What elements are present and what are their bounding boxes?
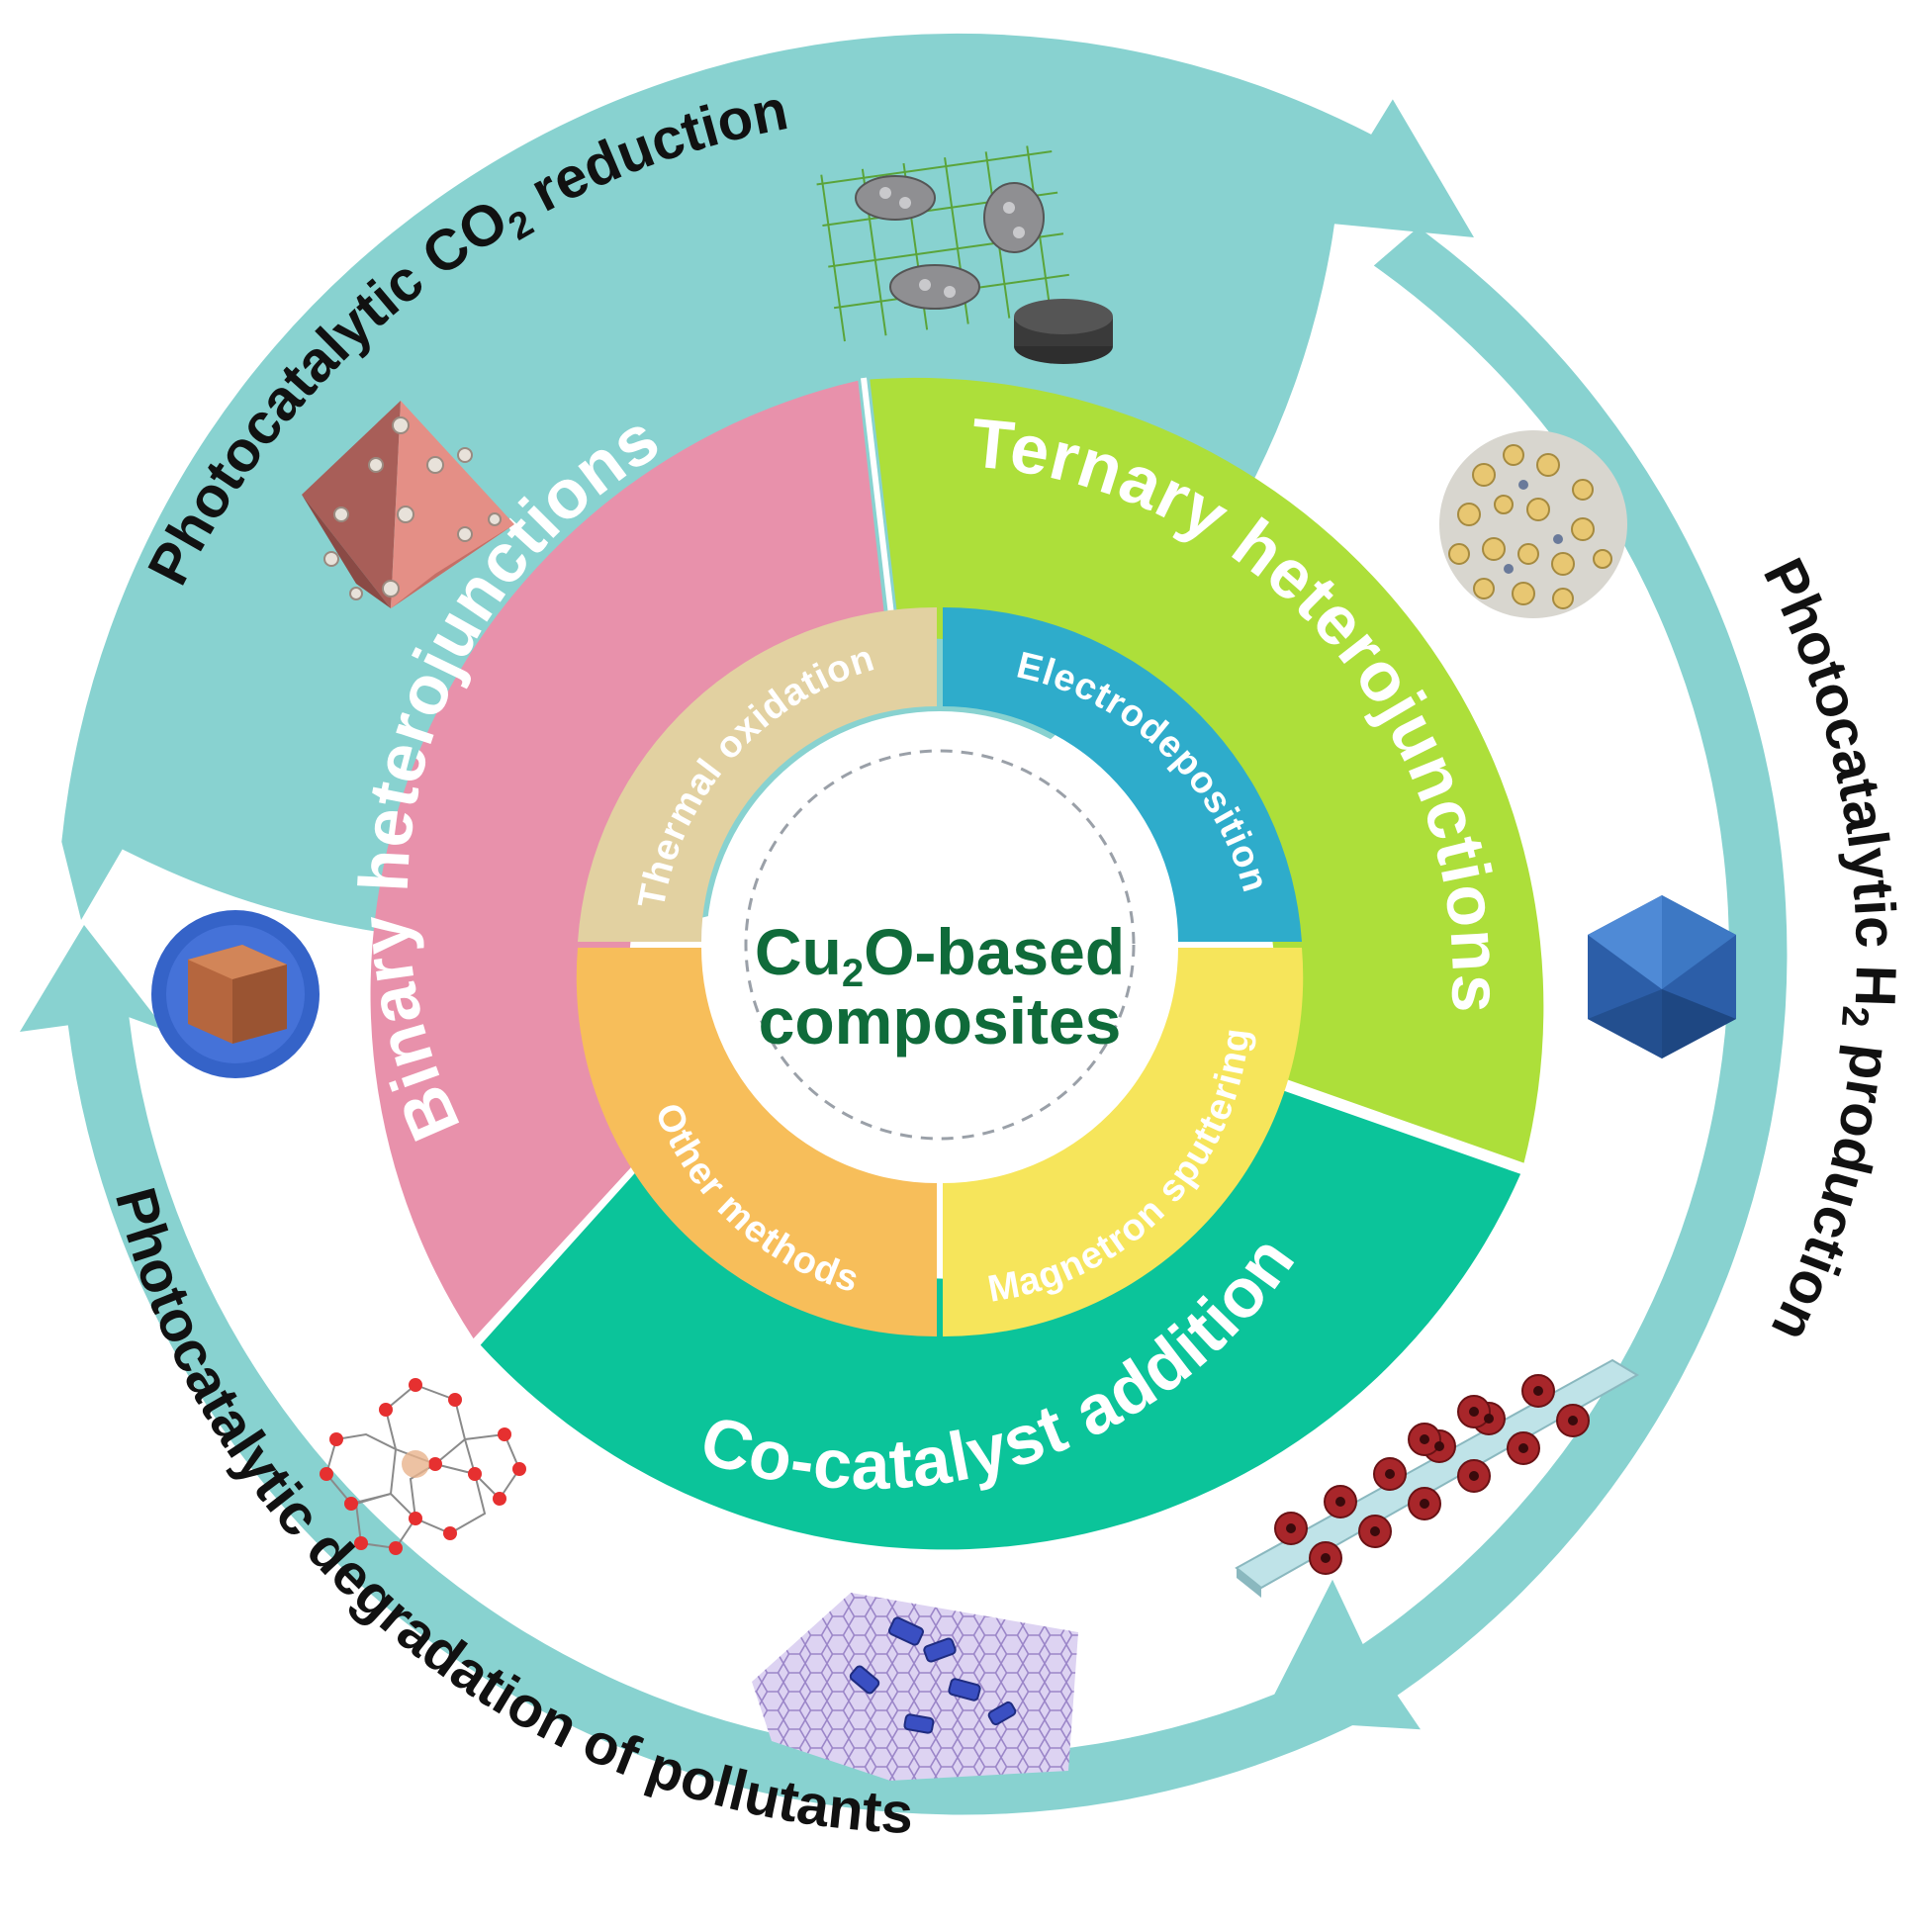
core-shell-cube-icon (151, 910, 320, 1078)
graphene-mesh-icon (815, 142, 1074, 342)
method-other (576, 948, 937, 1337)
method-electro (943, 606, 1302, 942)
nanodisk-array-icon (1235, 1358, 1639, 1598)
center-hub: Cu2O-based composites (706, 711, 1173, 1178)
nanoparticle-cluster-icon (1439, 430, 1627, 618)
method-magnetron (943, 948, 1304, 1337)
arrow-pollutant-degradation (20, 925, 1369, 1815)
method-thermal (578, 606, 937, 942)
arrow-h2-production (1261, 199, 1788, 1730)
center-dashed-ring (744, 749, 1136, 1141)
dark-disk-icon (1014, 299, 1113, 364)
octahedron-particle-icon (302, 401, 514, 608)
method-ring (576, 606, 1304, 1337)
molecular-framework-icon (320, 1378, 526, 1555)
hexagonal-crystal-icon (1588, 895, 1736, 1058)
nanosheet-icon (752, 1593, 1078, 1781)
center-title-line1: Cu2O-based (755, 915, 1125, 995)
center-title-line2: composites (759, 984, 1122, 1058)
